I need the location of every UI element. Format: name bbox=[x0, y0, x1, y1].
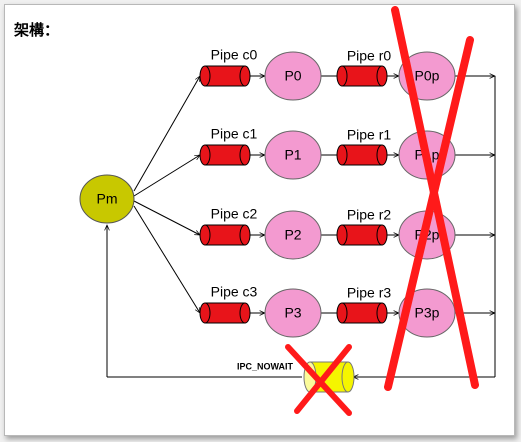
child-process-label-2: P2 bbox=[284, 227, 301, 243]
fanout-arrow-1 bbox=[133, 155, 200, 197]
pipe-out-label-0: Pipe r0 bbox=[347, 48, 392, 64]
pipe-in-label-0: Pipe c0 bbox=[211, 47, 258, 63]
pipe-out-3 bbox=[336, 302, 388, 324]
pipe-in-2 bbox=[199, 224, 251, 246]
pipe-out-label-1: Pipe r1 bbox=[347, 127, 392, 143]
master-process-label: Pm bbox=[97, 191, 118, 207]
diagram-heading: 架構： bbox=[14, 21, 60, 39]
pipe-out-label-3: Pipe r3 bbox=[347, 285, 392, 301]
child-process-node-1 bbox=[264, 130, 322, 180]
pipe-out-2 bbox=[336, 224, 388, 246]
pipe-out-0 bbox=[336, 65, 388, 87]
pipe-in-1 bbox=[199, 144, 251, 166]
pipe-in-0 bbox=[199, 65, 251, 87]
cross-out-grandchild-stroke-2 bbox=[384, 36, 474, 391]
child-process-node-0 bbox=[264, 51, 322, 101]
fanout-arrow-2 bbox=[133, 200, 200, 236]
pipe-in-label-1: Pipe c1 bbox=[211, 126, 258, 142]
fanout-arrow-0 bbox=[133, 76, 200, 192]
child-process-node-3 bbox=[264, 288, 322, 338]
pipe-in-label-2: Pipe c2 bbox=[211, 206, 258, 222]
child-process-label-1: P1 bbox=[284, 147, 301, 163]
child-process-label-3: P3 bbox=[284, 305, 301, 321]
child-process-label-0: P0 bbox=[284, 68, 301, 84]
fanout-arrow-3 bbox=[133, 205, 200, 313]
grandchild-process-label-3: P3p bbox=[415, 305, 440, 321]
child-process-node-2 bbox=[264, 210, 322, 260]
grandchild-process-node-3 bbox=[398, 288, 456, 338]
pipe-out-1 bbox=[336, 144, 388, 166]
pipe-in-label-3: Pipe c3 bbox=[211, 284, 258, 300]
master-process-node bbox=[79, 174, 135, 224]
pipe-out-label-2: Pipe r2 bbox=[347, 207, 392, 223]
pipe-in-3 bbox=[199, 302, 251, 324]
cross-out-queue-stroke-2 bbox=[294, 344, 352, 414]
message-queue-label: IPC_NOWAIT bbox=[237, 361, 294, 371]
grandchild-process-label-0: P0p bbox=[415, 68, 440, 84]
